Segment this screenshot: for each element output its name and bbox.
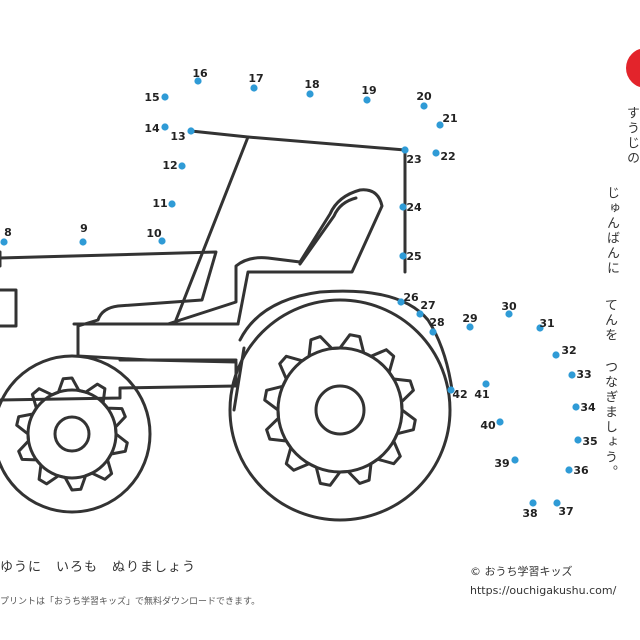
dot-33 (568, 371, 576, 379)
dot-38 (529, 499, 537, 507)
dot-label-12: 12 (162, 159, 177, 172)
front-gear (15, 376, 129, 492)
dot-35 (574, 436, 582, 444)
dot-36 (565, 466, 573, 474)
dot-label-30: 30 (501, 300, 517, 313)
dot-label-16: 16 (192, 67, 208, 80)
dot-21 (436, 121, 444, 129)
dot-10 (158, 237, 166, 245)
dot-label-22: 22 (440, 150, 455, 163)
dot-label-19: 19 (361, 84, 376, 97)
dot-label-13: 13 (170, 130, 185, 143)
dot-label-34: 34 (580, 401, 596, 414)
dot-label-24: 24 (406, 201, 422, 214)
dot-16 (194, 77, 202, 85)
dot-label-37: 37 (558, 505, 573, 518)
dot-24 (399, 203, 407, 211)
dot-40 (496, 418, 504, 426)
dot-label-31: 31 (539, 317, 554, 330)
dot-label-32: 32 (561, 344, 576, 357)
dot-label-33: 33 (576, 368, 591, 381)
dot-15 (161, 93, 169, 101)
dot-label-38: 38 (522, 507, 537, 520)
dot-14 (161, 123, 169, 131)
instruction-line-1: すうじの (624, 106, 639, 166)
instruction-line-4: つなぎましょう。 (602, 360, 617, 480)
dot-label-9: 9 (80, 222, 88, 235)
dot-30 (505, 310, 513, 318)
dot-26 (397, 298, 405, 306)
dot-37 (553, 499, 561, 507)
copyright-text: © おうち学習キッズ (470, 565, 573, 578)
brand-mark (626, 48, 640, 88)
dot-label-41: 41 (474, 388, 489, 401)
dot-label-8: 8 (4, 226, 12, 239)
dot-13 (187, 127, 195, 135)
dot-8 (0, 238, 8, 246)
dot-19 (363, 96, 371, 104)
dot-label-29: 29 (462, 312, 477, 325)
dot-25 (399, 252, 407, 260)
dot-label-28: 28 (429, 316, 444, 329)
dot-label-11: 11 (152, 197, 167, 210)
dot-label-35: 35 (582, 435, 597, 448)
dot-label-17: 17 (248, 72, 263, 85)
dot-41 (482, 380, 490, 388)
dot-22 (432, 149, 440, 157)
dot-label-39: 39 (494, 457, 509, 470)
dot-label-21: 21 (442, 112, 457, 125)
instruction-line-3: てんを (602, 298, 617, 343)
dot-label-40: 40 (480, 419, 496, 432)
dot-42 (447, 386, 455, 394)
dot-28 (429, 328, 437, 336)
dot-label-15: 15 (144, 91, 159, 104)
dot-18 (306, 90, 314, 98)
dot-31 (536, 324, 544, 332)
dot-label-36: 36 (573, 464, 589, 477)
dot-label-25: 25 (406, 250, 421, 263)
dot-label-23: 23 (406, 153, 421, 166)
instruction-line-2: じゅんばんに (604, 186, 619, 276)
dot-32 (552, 351, 560, 359)
dot-label-27: 27 (420, 299, 435, 312)
dot-23 (401, 146, 409, 154)
dot-label-14: 14 (144, 122, 160, 135)
rear-gear (263, 333, 417, 487)
site-url-link[interactable]: https://ouchigakushu.com/ (470, 584, 617, 597)
dot-label-10: 10 (146, 227, 162, 240)
dot-20 (420, 102, 428, 110)
dot-29 (466, 323, 474, 331)
dot-9 (79, 238, 87, 246)
dot-27 (416, 310, 424, 318)
dot-label-18: 18 (304, 78, 319, 91)
dot-label-20: 20 (416, 90, 432, 103)
dot-11 (168, 200, 176, 208)
tractor-outline (0, 129, 454, 522)
dot-17 (250, 84, 258, 92)
dot-34 (572, 403, 580, 411)
dot-12 (178, 162, 186, 170)
color-instruction: ゆうに いろも ぬりましょう (0, 560, 197, 575)
dot-label-42: 42 (452, 388, 467, 401)
print-note: プリントは「おうち学習キッズ」で無料ダウンロードできます。 (0, 597, 261, 607)
dot-39 (511, 456, 519, 464)
dot-label-26: 26 (403, 291, 419, 304)
